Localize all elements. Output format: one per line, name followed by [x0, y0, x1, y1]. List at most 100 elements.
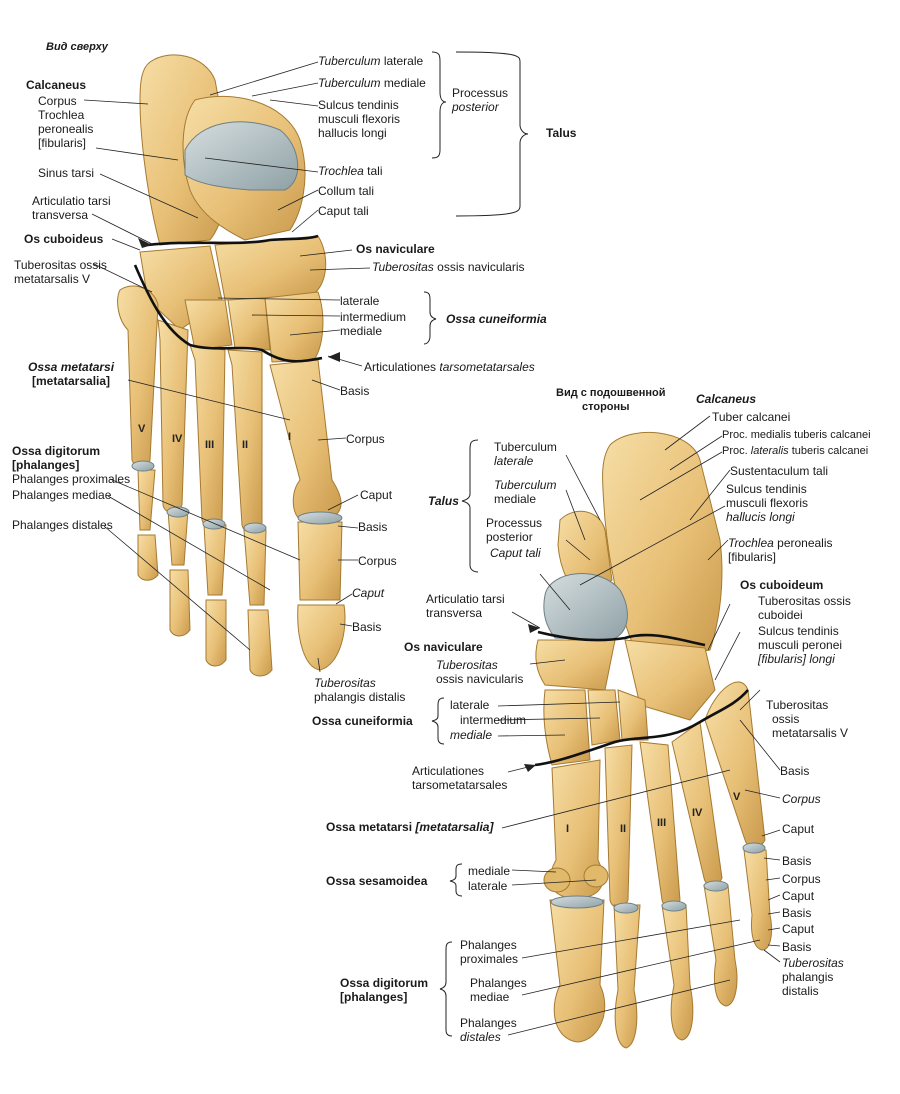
dorsal-numeral-iii: III — [205, 439, 214, 451]
dorsal-view-title: Вид сверху — [46, 41, 108, 53]
plantar-phal-dist-2: distales — [460, 1030, 501, 1044]
dorsal-corpus: Corpus — [346, 432, 385, 446]
dorsal-sulcus-1: Sulcus tendinis — [318, 98, 399, 112]
plantar-talus: Talus — [428, 494, 459, 508]
plantar-joint-lines — [534, 630, 749, 767]
dorsal-cun-laterale: laterale — [340, 294, 380, 308]
dorsal-numeral-iv: IV — [172, 433, 183, 445]
dorsal-tub-laterale: Tuberculum laterale — [318, 54, 424, 68]
dorsal-metatarsal-5 — [117, 285, 159, 468]
dorsal-os-naviculare: Os naviculare — [356, 242, 435, 256]
dorsal-metatarsal-3 — [189, 344, 226, 528]
plantar-view-title-1: Вид с подошвенной — [556, 387, 666, 399]
plantar-basis: Basis — [780, 764, 810, 778]
plantar-cun-laterale: laterale — [450, 698, 490, 712]
dorsal-caput-2: Caput — [352, 586, 385, 600]
plantar-sulcus-3: hallucis longi — [726, 510, 795, 524]
plantar-phal-dist-1: Phalanges — [460, 1016, 517, 1030]
plantar-navicular — [535, 639, 616, 691]
plantar-leader-lines — [497, 415, 781, 1036]
dorsal-ossa-metatarsi-1: Ossa metatarsi — [28, 360, 115, 374]
plantar-calcaneus: Calcaneus — [696, 392, 757, 406]
dorsal-artic-tm: Articulationes tarsometatarsales — [364, 360, 535, 374]
plantar-sesam-laterale: laterale — [468, 879, 508, 893]
plantar-cuneiform-lateral — [617, 689, 649, 741]
dorsal-phalanx-2-distal — [247, 609, 273, 677]
plantar-corpus: Corpus — [782, 792, 821, 806]
plantar-trochlea-1: Trochlea peronealis — [728, 536, 833, 550]
plantar-numeral-ii: II — [620, 823, 626, 835]
plantar-corpus-2: Corpus — [782, 872, 821, 886]
plantar-artic-transversa-2: transversa — [426, 606, 483, 620]
plantar-ossa-metatarsi: Ossa metatarsi [metatarsalia] — [326, 820, 494, 834]
plantar-view-title-2: стороны — [582, 401, 630, 413]
dorsal-basis-2: Basis — [358, 520, 388, 534]
dorsal-phalanx-4-proximal — [167, 509, 189, 566]
plantar-ossa-cuneiformia: Ossa cuneiformia — [312, 714, 413, 728]
plantar-cuneiform-intermediate — [587, 689, 621, 746]
dorsal-corpus-2: Corpus — [358, 554, 397, 568]
dorsal-phalanx-1-proximal — [297, 521, 343, 601]
plantar-tub-med-1: Tuberculum — [494, 478, 557, 492]
dorsal-transverse-tarsal-joint-line — [147, 234, 319, 247]
plantar-artic-tm-arrow — [524, 764, 536, 772]
dorsal-tub-met5-2: metatarsalis V — [14, 272, 91, 286]
plantar-caput-3: Caput — [782, 922, 815, 936]
plantar-cuneiform-medial — [543, 689, 591, 766]
dorsal-phalanx-3-proximal — [203, 524, 227, 596]
plantar-sesam-mediale: mediale — [468, 864, 511, 878]
dorsal-braces — [423, 51, 529, 345]
plantar-ossa-digitorum-1: Ossa digitorum — [340, 976, 429, 990]
plantar-phalanx-1 — [549, 899, 606, 1043]
plantar-tub-lat-2: laterale — [494, 454, 534, 468]
dorsal-collum-tali: Collum tali — [318, 184, 375, 198]
plantar-tub-phal-2: phalangis — [782, 970, 834, 984]
plantar-tub-cub-1: Tuberositas ossis — [758, 594, 851, 608]
dorsal-cuneiform-intermediate — [227, 297, 271, 351]
plantar-trochlea-2: [fibularis] — [728, 550, 777, 564]
dorsal-tub-nav: Tuberositas ossis navicularis — [372, 260, 525, 274]
plantar-tub-cub-2: cuboidei — [758, 608, 803, 622]
dorsal-trochlea: Trochlea — [38, 108, 85, 122]
dorsal-artic-transversa-2: transversa — [32, 208, 89, 222]
plantar-phal-prox-1: Phalanges — [460, 938, 517, 952]
plantar-phal-prox-2: proximales — [460, 952, 519, 966]
plantar-caput: Caput — [782, 822, 815, 836]
plantar-numeral-iv: IV — [692, 807, 703, 819]
plantar-os-cuboideum: Os cuboideum — [740, 578, 824, 592]
processus-posterior-brace — [431, 51, 447, 159]
dorsal-phal-prox: Phalanges proximales — [12, 472, 131, 486]
plantar-basis-2: Basis — [782, 854, 812, 868]
dorsal-foot-skeleton — [117, 54, 346, 677]
dorsal-caput-tali: Caput tali — [318, 204, 369, 218]
dorsal-ossa-metatarsi-2: [metatarsalia] — [32, 374, 111, 388]
dorsal-leader-lines — [83, 61, 371, 673]
dorsal-sinus-tarsi: Sinus tarsi — [38, 166, 95, 180]
dorsal-metatarsal-1 — [269, 359, 342, 521]
plantar-phalanx-3 — [661, 904, 694, 1041]
dorsal-phalanx-1-distal — [297, 604, 346, 671]
plantar-tub-nav-2: ossis navicularis — [436, 672, 524, 686]
dorsal-proc-post-2: posterior — [452, 100, 499, 114]
plantar-artic-transversa-arrow — [528, 624, 540, 633]
dorsal-artic-tm-arrow — [328, 352, 340, 362]
dorsal-tub-phal-2: phalangis distalis — [314, 690, 406, 704]
dorsal-ossa-digitorum-2: [phalanges] — [12, 458, 80, 472]
plantar-phal-med-1: Phalanges — [470, 976, 527, 990]
dorsal-ossa-cuneiformia: Ossa cuneiformia — [446, 312, 547, 326]
plantar-braces — [431, 439, 479, 1037]
dorsal-sulcus-3: hallucis longi — [318, 126, 387, 140]
dorsal-navicular — [214, 235, 327, 301]
plantar-tuber-calcanei: Tuber calcanei — [712, 410, 791, 424]
dorsal-tub-met5-1: Tuberositas ossis — [14, 258, 107, 272]
dorsal-phalanx-3-distal — [205, 599, 227, 667]
plantar-talus-head — [543, 573, 628, 641]
dorsal-phalanx-5-distal — [137, 534, 159, 581]
plantar-basis-4: Basis — [782, 940, 812, 954]
plantar-ossa-sesamoidea: Ossa sesamoidea — [326, 874, 428, 888]
plantar-tub-met5-2: ossis — [772, 712, 800, 726]
plantar-numeral-i: I — [566, 823, 569, 835]
plantar-sulcus-1: Sulcus tendinis — [726, 482, 807, 496]
plantar-basis-3: Basis — [782, 906, 812, 920]
plantar-transverse-tarsal-joint-line — [537, 630, 706, 647]
